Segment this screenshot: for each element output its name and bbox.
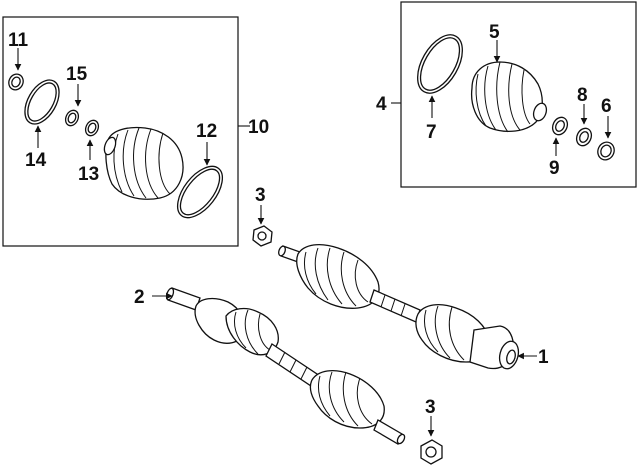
axle-shaft-2	[165, 287, 406, 445]
large-ring-14	[24, 79, 60, 125]
callout-9: 9	[549, 158, 560, 179]
callout-3-top: 3	[255, 185, 266, 206]
callout-1: 1	[538, 347, 549, 368]
small-ring-9	[551, 116, 569, 136]
small-clamp-6	[597, 141, 615, 161]
callout-7: 7	[426, 122, 437, 143]
callout-8: 8	[577, 85, 588, 106]
callout-5: 5	[489, 22, 500, 43]
callout-10: 10	[248, 117, 269, 138]
callout-6: 6	[601, 96, 612, 117]
callout-11: 11	[8, 30, 29, 51]
small-ring-8	[575, 127, 593, 147]
axle-shaft-1	[278, 243, 520, 370]
small-ring-15	[64, 109, 80, 127]
callout-4: 4	[376, 94, 387, 115]
axle-nut-top	[252, 225, 273, 247]
callout-12: 12	[196, 121, 217, 142]
large-ring-7	[417, 34, 463, 94]
callout-15: 15	[66, 64, 88, 85]
callout-13: 13	[78, 164, 99, 185]
outer-boot	[470, 61, 548, 133]
small-clamp-11	[8, 73, 24, 91]
boot-ring-12	[176, 165, 224, 219]
callout-2: 2	[134, 287, 145, 308]
inner-boot	[103, 126, 184, 200]
callout-3-bottom: 3	[425, 397, 436, 418]
outer-boot-kit-box	[400, 1, 637, 188]
outer-boot-kit-group: 5 4 7 8 6 9	[376, 1, 637, 188]
callout-14: 14	[25, 150, 47, 171]
inner-boot-kit-box	[2, 16, 239, 247]
axle-nut-bottom	[420, 439, 443, 465]
inner-boot-kit-group: 11 15 14 13 12 10	[2, 16, 269, 247]
small-ring-13	[84, 119, 100, 137]
